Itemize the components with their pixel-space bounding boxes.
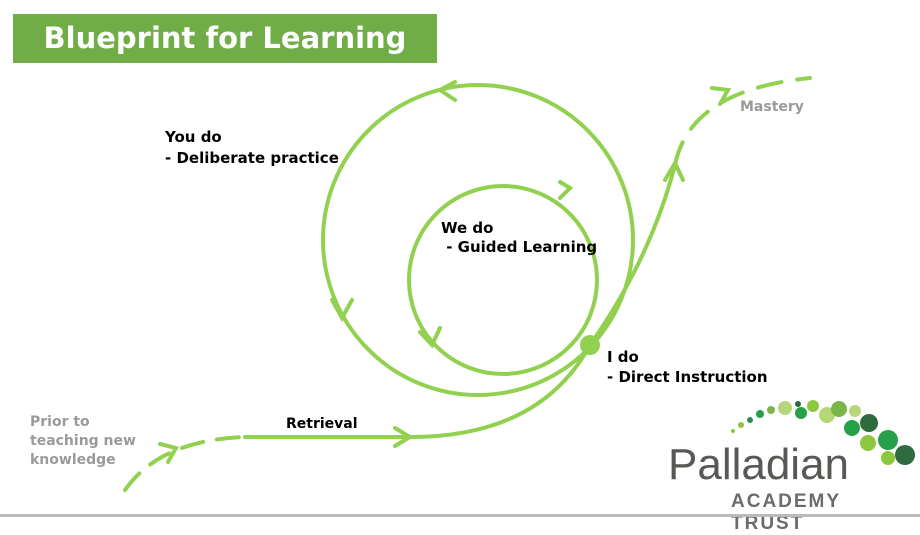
- arrow-outer-left-icon: [330, 298, 354, 323]
- logo-name: Palladian: [668, 440, 850, 489]
- retrieval-line: [243, 343, 592, 439]
- arrow-inner-left-icon: [418, 326, 442, 349]
- slide-title: Blueprint for Learning: [13, 14, 437, 63]
- mastery-dashed-line: [673, 76, 812, 167]
- arrow-outer-top-icon: [436, 80, 457, 102]
- prior-dashed-line: [123, 435, 247, 492]
- we-do-label: We do: [441, 219, 494, 237]
- arrow-prior-icon: [158, 442, 180, 464]
- we-do-sublabel: - Guided Learning: [441, 238, 598, 256]
- i-do-label: I do: [607, 348, 639, 366]
- arrow-mastery-icon: [710, 86, 732, 106]
- i-do-node: [580, 335, 600, 355]
- retrieval-label: Retrieval: [286, 416, 358, 432]
- arrow-exit-icon: [663, 158, 685, 182]
- you-do-label: You do: [165, 128, 222, 146]
- bottom-divider: [0, 514, 920, 517]
- logo-dots-icon: [731, 400, 915, 465]
- logo-subtitle: ACADEMY TRUST: [731, 491, 841, 534]
- exit-line: [588, 163, 677, 347]
- learning-cycle-diagram: [123, 76, 915, 492]
- i-do-sublabel: - Direct Instruction: [607, 368, 768, 386]
- you-do-sublabel: - Deliberate practice: [165, 149, 339, 167]
- inner-circle: [407, 184, 599, 376]
- outer-circle: [321, 83, 635, 397]
- arrow-inner-top-icon: [558, 180, 574, 200]
- arrow-retrieval-icon: [393, 426, 414, 448]
- mastery-label: Mastery: [740, 99, 804, 115]
- prior-knowledge-label: Prior to teaching new knowledge: [30, 414, 136, 468]
